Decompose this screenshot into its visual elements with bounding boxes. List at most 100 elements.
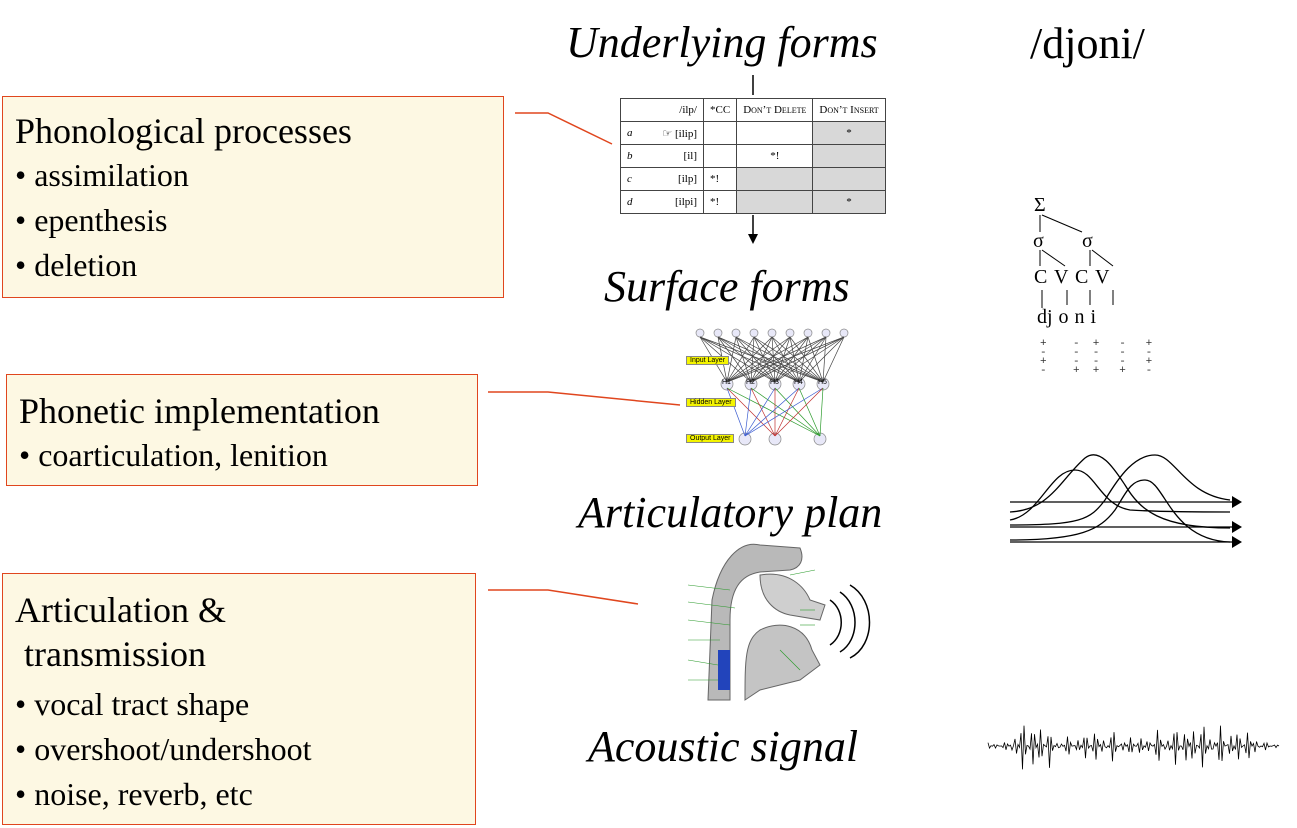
nn-edge xyxy=(774,387,800,437)
pointing-hand-icon: ☞ xyxy=(662,127,673,140)
syllable-tree-lines xyxy=(1039,214,1114,308)
nn-edge xyxy=(798,336,827,383)
surface-forms-label: Surface forms xyxy=(604,262,850,311)
nn-input-node xyxy=(821,328,831,338)
table-row: /ilp/ *CC Don’t Delete Don’t Insert xyxy=(620,98,886,122)
input-layer-label: Input Layer xyxy=(686,356,730,365)
constraint-header: Don’t Delete xyxy=(736,98,814,122)
phonological-processes-box: Phonological processes assimilation epen… xyxy=(2,96,504,298)
list-item: deletion xyxy=(15,243,491,288)
nn-edge xyxy=(750,336,755,383)
nn-edge xyxy=(726,336,809,383)
hidden-layer-label: Hidden Layer xyxy=(686,398,736,407)
list-item: noise, reverb, etc xyxy=(15,772,463,817)
nn-edge xyxy=(789,336,824,383)
nn-edge xyxy=(750,336,827,383)
articulatory-plan-label: Articulatory plan xyxy=(578,488,883,537)
nn-input-node xyxy=(803,328,813,338)
underlying-forms-label: Underlying forms xyxy=(566,18,878,67)
nn-edge xyxy=(774,387,821,437)
nn-edge xyxy=(750,336,791,383)
nn-edge xyxy=(774,336,827,383)
nn-edge xyxy=(726,336,737,383)
nn-edge xyxy=(726,336,827,383)
neural-network xyxy=(695,328,849,446)
list-item: epenthesis xyxy=(15,198,491,243)
nn-input-node xyxy=(749,328,759,338)
nn-input-node xyxy=(713,328,723,338)
phonological-processes-heading: Phonological processes xyxy=(15,111,352,151)
syllable-sigma-2: σ xyxy=(1082,230,1093,252)
nn-edge xyxy=(807,336,824,383)
nn-edge xyxy=(726,336,791,383)
articulation-heading-line2: transmission xyxy=(15,634,207,674)
phonetic-implementation-box: Phonetic implementation coarticulation, … xyxy=(6,374,478,486)
connector-line-phonological xyxy=(515,112,613,145)
row-letter: d xyxy=(620,190,644,214)
nn-input-node xyxy=(839,328,849,338)
list-item: coarticulation, lenition xyxy=(19,433,465,478)
candidate-cell: [ilp] xyxy=(643,167,705,191)
list-item: assimilation xyxy=(15,153,491,198)
nn-edge xyxy=(798,336,845,383)
nn-hidden-node-label: H4 xyxy=(794,379,803,386)
connector-line-articulation xyxy=(488,589,639,605)
acoustic-signal-label: Acoustic signal xyxy=(588,722,859,771)
nn-input-node xyxy=(731,328,741,338)
table-row: d [ilpi] *! * xyxy=(620,190,886,214)
nn-edge xyxy=(753,336,776,383)
nn-edge xyxy=(822,336,845,383)
nn-edge xyxy=(717,336,776,383)
syllable-sigma-1: σ xyxy=(1033,230,1044,252)
nn-output-node xyxy=(738,432,752,446)
list-item: overshoot/undershoot xyxy=(15,727,463,772)
nn-hidden-node-label: H1 xyxy=(722,379,731,386)
nn-input-node xyxy=(695,328,705,338)
list-item: vocal tract shape xyxy=(15,682,463,727)
nn-edge xyxy=(774,336,845,383)
ot-tableau: /ilp/ *CC Don’t Delete Don’t Insert a ☞ … xyxy=(620,98,886,214)
syllable-cv: C V C V xyxy=(1034,266,1110,288)
nn-edge xyxy=(750,336,809,383)
nn-edge xyxy=(726,387,821,437)
nn-edge xyxy=(771,336,776,383)
feature-matrix: + - + - + - - - - - + - - - + - + + + - xyxy=(1040,338,1153,377)
nn-edge xyxy=(750,387,776,437)
nn-edge xyxy=(798,336,809,383)
nn-edge xyxy=(750,336,845,383)
constraint-header: *CC xyxy=(702,98,738,122)
nn-edge xyxy=(717,336,752,383)
nn-edge xyxy=(735,336,752,383)
nn-edge xyxy=(735,336,776,383)
articulation-transmission-box: Articulation & transmission vocal tract … xyxy=(2,573,476,825)
nn-edge xyxy=(744,387,752,437)
violation-cell xyxy=(736,190,814,214)
nn-hidden-node-label: H5 xyxy=(818,379,827,386)
nn-edge xyxy=(744,387,776,437)
nn-edge xyxy=(750,387,821,437)
nn-edge xyxy=(726,336,845,383)
nn-hidden-node-label: H3 xyxy=(770,379,779,386)
nn-input-node xyxy=(785,328,795,338)
nn-input-node xyxy=(767,328,777,338)
syllable-segments: dj o n i xyxy=(1037,306,1097,328)
nn-edge xyxy=(774,336,809,383)
violation-cell: * xyxy=(812,190,886,214)
nn-hidden-node-label: H2 xyxy=(746,379,755,386)
nn-edge xyxy=(744,387,824,437)
nn-edge xyxy=(726,387,746,437)
vocal-tract-icon xyxy=(687,543,871,701)
nn-edge xyxy=(822,336,827,383)
nn-edge xyxy=(726,336,773,383)
connector-line-phonetic xyxy=(488,391,681,406)
nn-edge xyxy=(726,336,755,383)
djoni-label: /djoni/ xyxy=(1030,19,1145,68)
nn-edge xyxy=(744,387,800,437)
nn-edge xyxy=(699,336,776,383)
nn-edge xyxy=(726,387,776,437)
nn-edge xyxy=(774,387,824,437)
phonetic-implementation-heading: Phonetic implementation xyxy=(19,391,380,431)
constraint-header: Don’t Insert xyxy=(812,98,886,122)
acoustic-waveform xyxy=(987,725,1280,770)
